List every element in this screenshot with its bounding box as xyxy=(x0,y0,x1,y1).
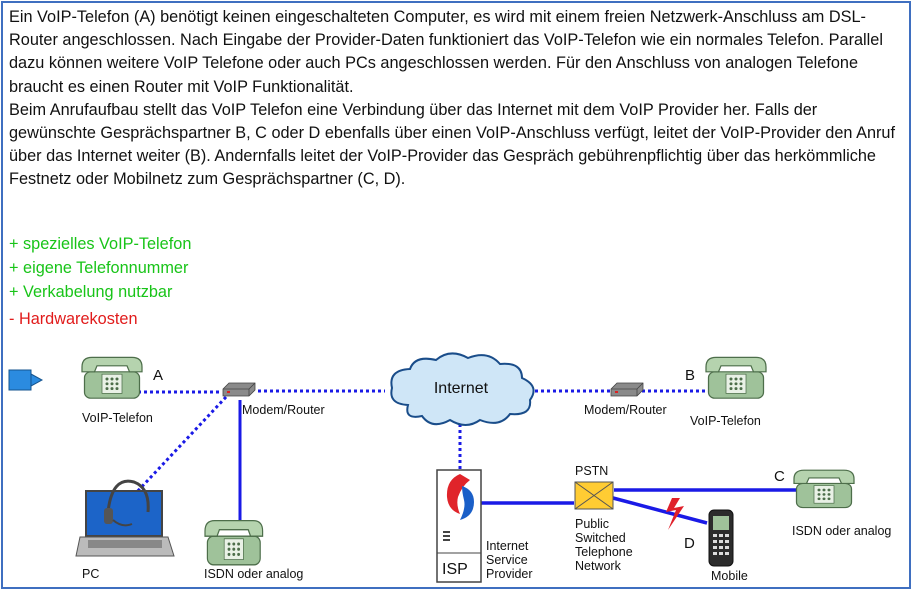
mobile-phone-icon xyxy=(708,509,734,567)
isp-name-line: Internet xyxy=(486,539,529,553)
paragraph-voip-phone: Ein VoIP-Telefon (A) benötigt keinen ein… xyxy=(9,8,883,96)
voip-phone-icon xyxy=(705,356,767,399)
modem-left-label: Modem/Router xyxy=(242,403,325,417)
pro-item: + Verkabelung nutzbar xyxy=(9,283,173,301)
pstn-name-line: Network xyxy=(575,559,622,573)
pstn-name-line: Telephone xyxy=(575,545,633,559)
modem-router-icon xyxy=(610,382,644,397)
isdn-left-label: ISDN oder analog xyxy=(204,567,303,581)
label-b: B xyxy=(685,367,695,384)
pro-item: + eigene Telefonnummer xyxy=(9,259,189,277)
connection-lines xyxy=(118,389,798,525)
label-a: A xyxy=(153,367,163,384)
isdn-right-label: ISDN oder analog xyxy=(792,524,891,538)
con-item: - Hardwarekosten xyxy=(9,310,138,328)
arrow-right-icon[interactable] xyxy=(8,369,44,391)
isp-server-icon xyxy=(436,469,482,583)
description-text: Ein VoIP-Telefon (A) benötigt keinen ein… xyxy=(9,6,901,192)
isp-label: ISP xyxy=(442,561,468,578)
voip-phone-b-label: VoIP-Telefon xyxy=(690,414,761,428)
desk-phone-icon xyxy=(793,469,855,509)
paragraph-call-setup: Beim Anrufaufbau stellt das VoIP Telefon… xyxy=(9,100,896,189)
pro-item: + spezielles VoIP-Telefon xyxy=(9,235,192,253)
internet-label: Internet xyxy=(434,380,489,397)
isp-name-line: Service xyxy=(486,553,528,567)
pstn-name-line: Public xyxy=(575,517,609,531)
headset-icon xyxy=(104,479,150,527)
pstn-switch-icon xyxy=(574,481,614,510)
pc-label: PC xyxy=(82,567,99,581)
voip-phone-icon xyxy=(81,356,143,399)
lightning-icon xyxy=(666,498,684,530)
label-c: C xyxy=(774,468,785,485)
isp-name-line: Provider xyxy=(486,567,533,581)
mobile-label: Mobile xyxy=(711,569,748,583)
label-d: D xyxy=(684,535,695,552)
modem-right-label: Modem/Router xyxy=(584,403,667,417)
desk-phone-icon xyxy=(204,519,264,566)
laptop-icon xyxy=(75,490,175,557)
pstn-label: PSTN xyxy=(575,464,608,478)
internet-cloud-icon xyxy=(390,352,535,426)
pstn-name-line: Switched xyxy=(575,531,626,545)
voip-phone-a-label: VoIP-Telefon xyxy=(82,411,153,425)
modem-router-icon xyxy=(222,382,256,397)
